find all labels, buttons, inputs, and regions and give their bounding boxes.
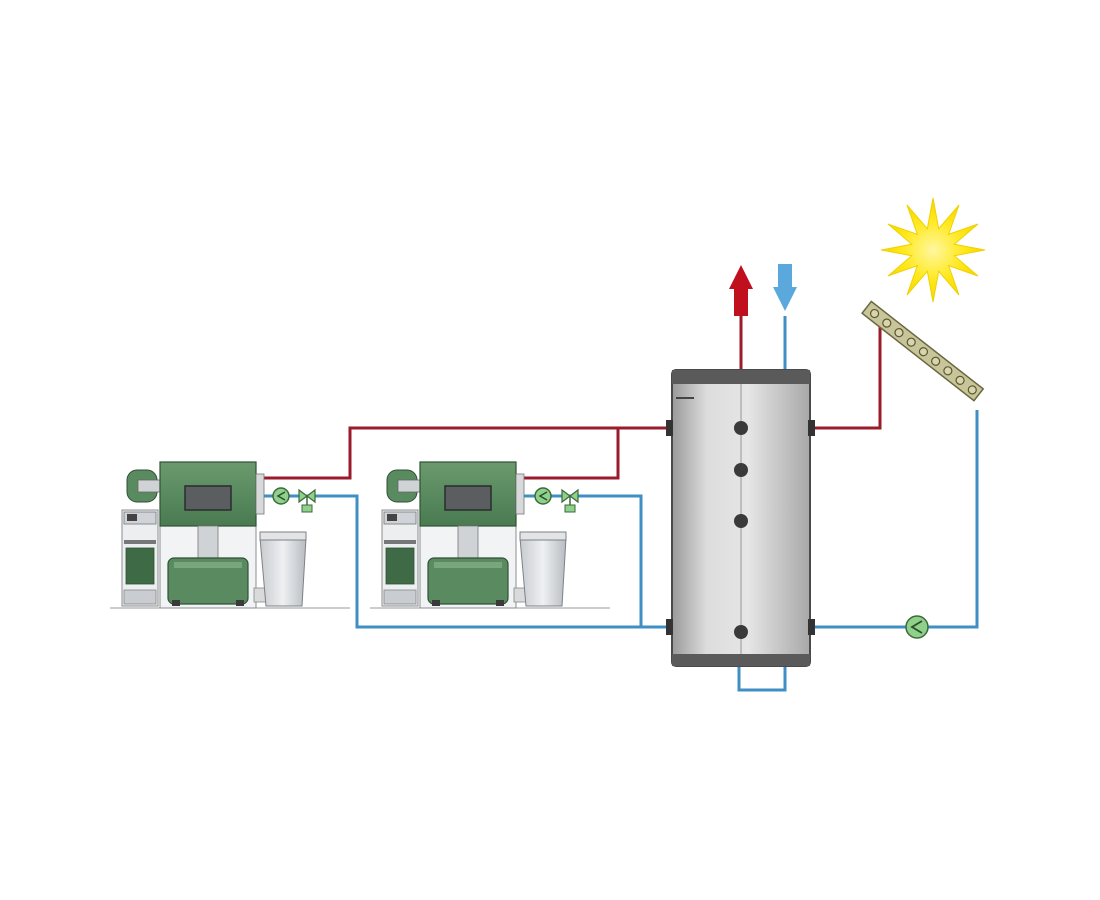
boiler-window — [184, 485, 232, 511]
tank-sensor-1 — [734, 421, 748, 435]
tank-port-left-top — [666, 420, 673, 436]
cold-pipes — [255, 316, 979, 692]
collector-tube — [931, 356, 941, 366]
storage-tank — [666, 369, 815, 667]
collector-tube — [943, 366, 953, 376]
pump-solar — [905, 615, 929, 639]
collector-tube — [918, 347, 929, 357]
flue-connector — [515, 473, 525, 515]
hopper-foot — [172, 600, 180, 606]
tank-port-left-bottom — [666, 619, 673, 635]
boiler-2 — [370, 461, 610, 609]
cold-pipe-boiler-2 — [515, 494, 643, 627]
feed-chute — [197, 525, 219, 561]
hot-pipe-boiler-1 — [255, 426, 672, 480]
hopper-foot — [496, 600, 504, 606]
pellet-hopper — [167, 557, 249, 605]
pellet-hopper — [427, 557, 509, 605]
pump-1 — [272, 487, 290, 505]
hopper-lid — [434, 562, 502, 568]
hot-pipes — [255, 312, 882, 480]
boiler-body — [159, 461, 257, 527]
storage-bin — [519, 537, 567, 607]
hot-pipe-solar — [808, 318, 882, 430]
valve-2 — [561, 488, 579, 513]
cold-pipe-solar — [808, 410, 979, 629]
ash-door — [125, 547, 155, 585]
cold-water-in-arrow — [773, 264, 797, 311]
solar-collector — [861, 300, 985, 402]
tank-port-right-top — [808, 420, 815, 436]
flue-connector — [255, 473, 265, 515]
hot-pipe-boiler-2 — [515, 428, 620, 480]
boiler-window — [444, 485, 492, 511]
tank-sensor-4 — [734, 625, 748, 639]
collector-tube — [967, 385, 977, 395]
storage-bin — [259, 537, 307, 607]
storage-bin-lid — [259, 531, 307, 541]
boiler-1 — [110, 461, 350, 609]
cabinet-base — [123, 589, 157, 605]
tank-port-right-bottom — [808, 619, 815, 635]
storage-bin-lid — [519, 531, 567, 541]
solar-collector-tubes — [869, 308, 977, 395]
collector-tube — [869, 308, 880, 319]
ash-door — [385, 547, 415, 585]
hopper-lid — [174, 562, 242, 568]
valve-1 — [298, 488, 316, 513]
control-display — [387, 514, 397, 521]
tank-sensor-2 — [734, 463, 748, 477]
hot-water-out-arrow — [729, 265, 753, 316]
sun-icon — [880, 197, 986, 303]
tank-sensor-3 — [734, 514, 748, 528]
collector-tube — [894, 328, 904, 338]
feed-chute — [457, 525, 479, 561]
control-strip — [124, 540, 156, 544]
cabinet-base — [383, 589, 417, 605]
collector-tube — [955, 375, 965, 385]
hopper-foot — [236, 600, 244, 606]
control-display — [127, 514, 137, 521]
pump-2 — [534, 487, 552, 505]
collector-tube — [882, 318, 892, 328]
hopper-foot — [432, 600, 440, 606]
collector-tube — [906, 337, 916, 347]
burner-nozzle — [137, 479, 161, 493]
burner-nozzle — [397, 479, 421, 493]
control-strip — [384, 540, 416, 544]
